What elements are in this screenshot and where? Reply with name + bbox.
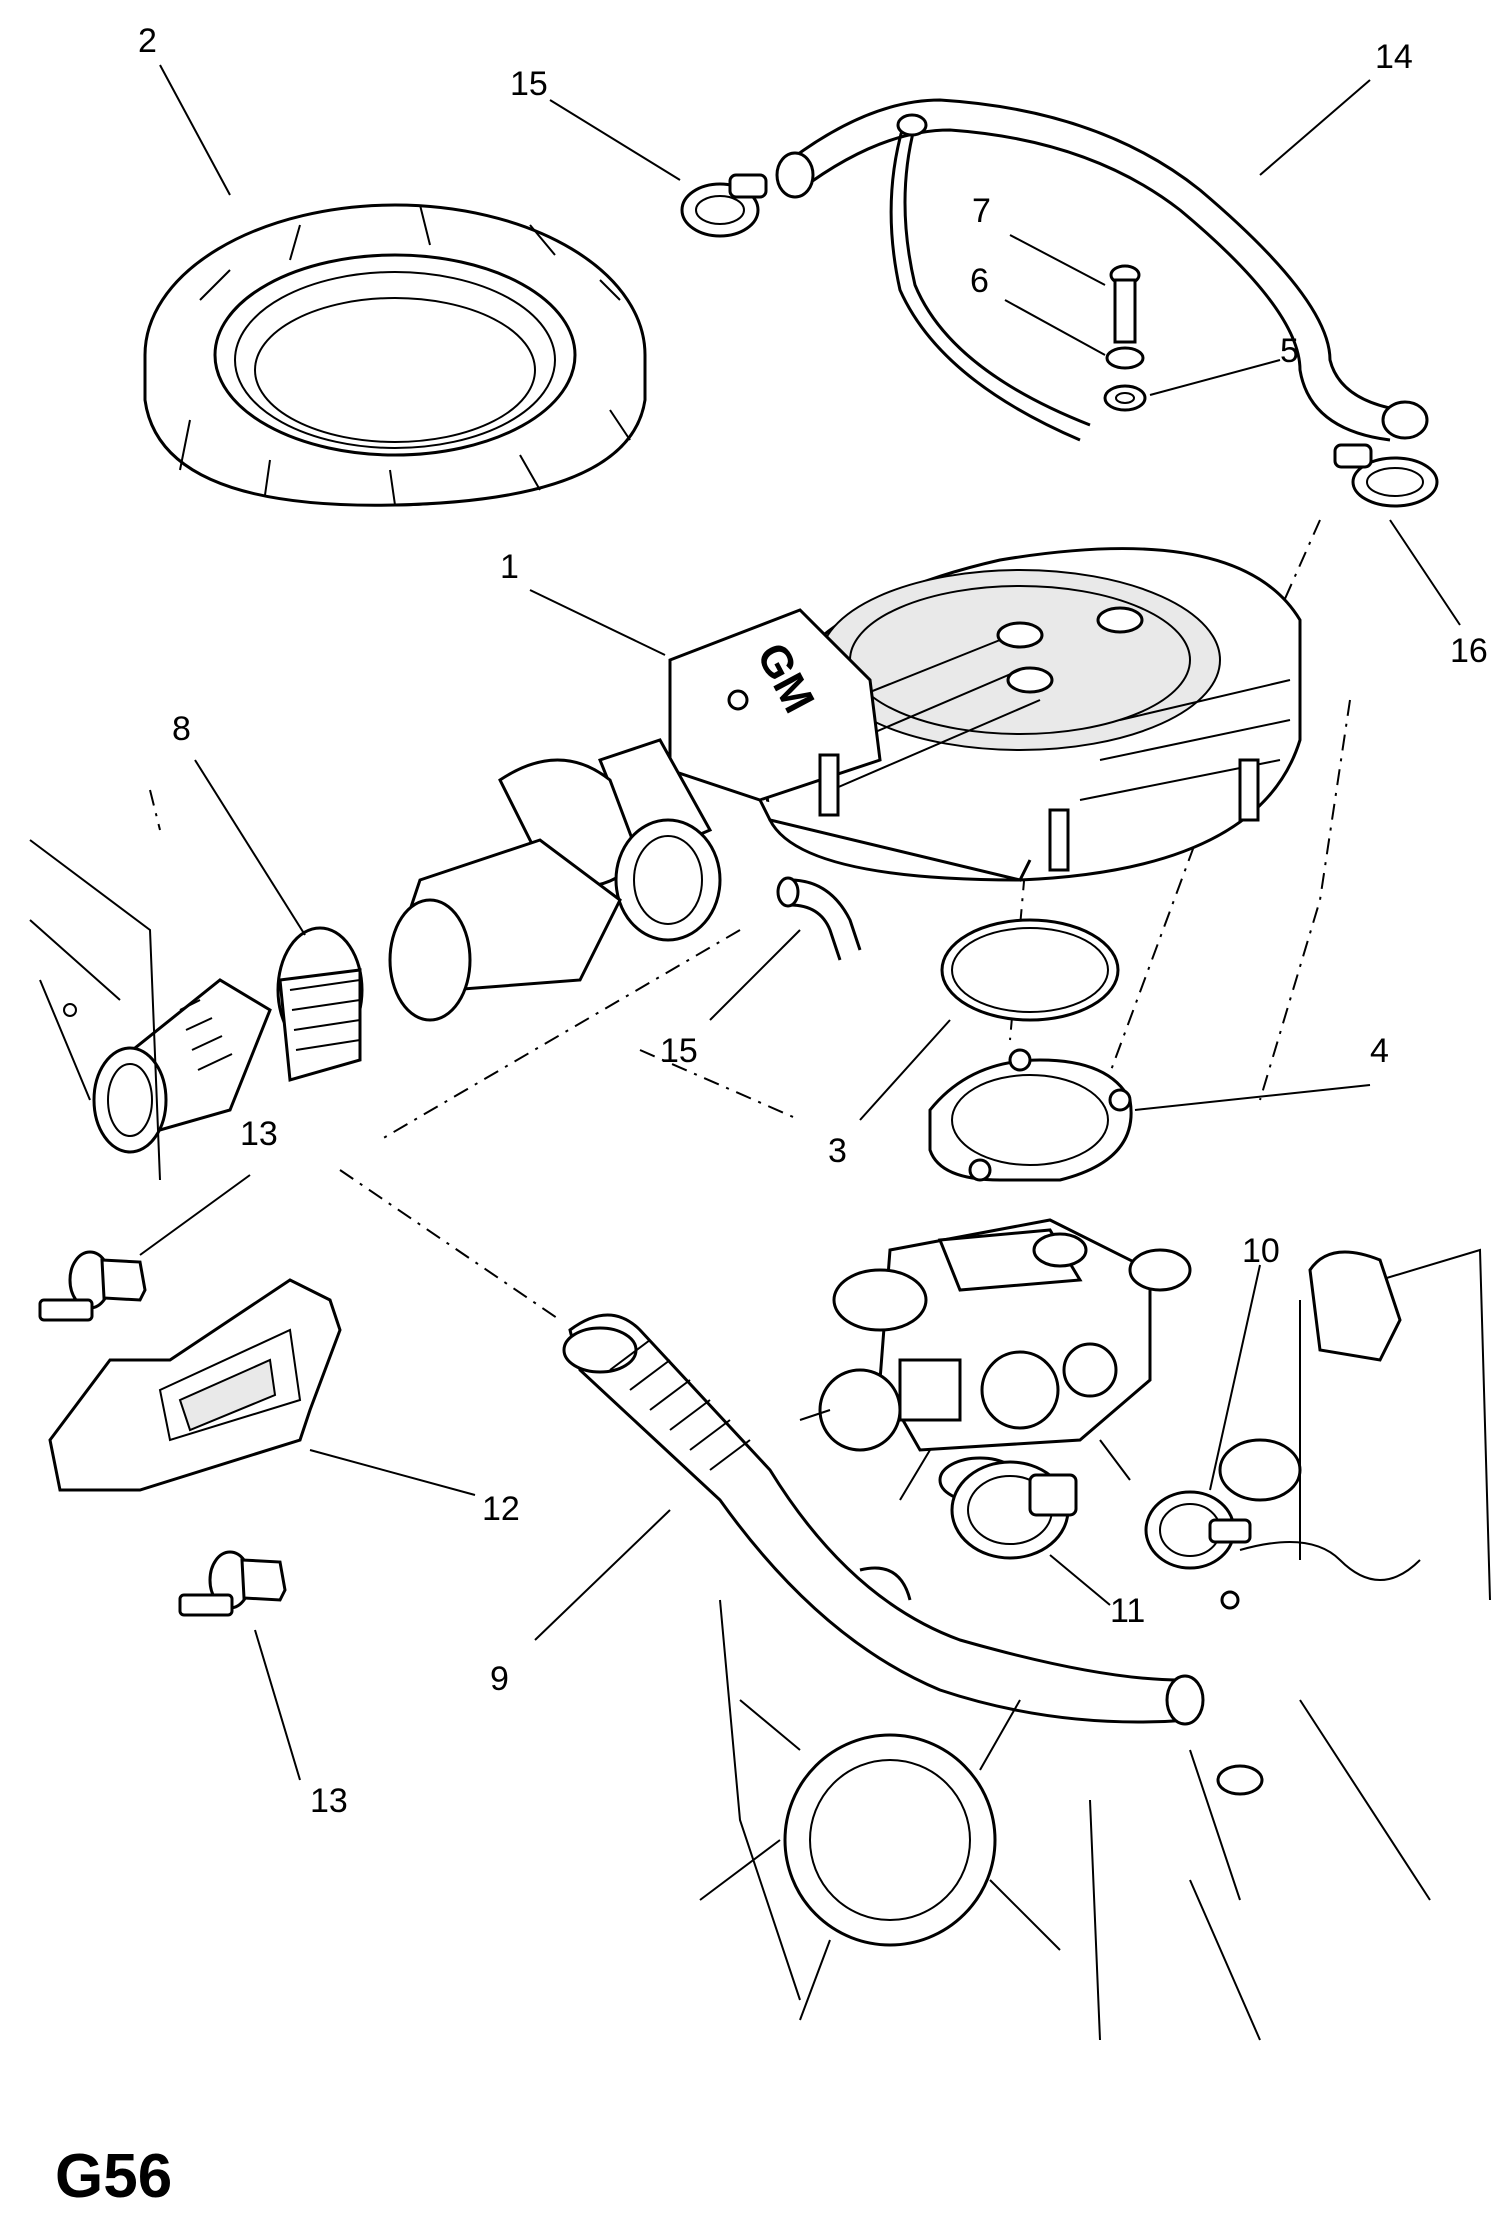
engine-block-outline	[699, 1248, 1491, 2041]
callout-13-upper: 13	[240, 1115, 278, 1153]
leader-lines	[139, 64, 1461, 1781]
breather-hose	[775, 98, 1429, 442]
callout-9: 9	[490, 1660, 509, 1698]
hose-clamp-large	[950, 1460, 1078, 1560]
callout-12: 12	[482, 1490, 520, 1528]
gasket	[928, 1048, 1133, 1182]
o-ring-seal	[940, 918, 1120, 1022]
callout-10: 10	[1242, 1232, 1280, 1270]
callout-2: 2	[138, 22, 157, 60]
air-cleaner-housing: GM	[668, 547, 1302, 882]
callout-3: 3	[828, 1132, 847, 1170]
throttle-body-assembly	[799, 1218, 1192, 1504]
callout-4: 4	[1370, 1032, 1389, 1070]
hose-clamp-right	[1333, 443, 1439, 508]
screw-washer-nut	[1103, 264, 1147, 412]
callout-labels: 2 15 14 7 6 5 16 1 8 15 4 3 13 10 12 11 …	[138, 22, 1488, 1820]
hose-clamp-upper	[680, 173, 768, 238]
bodywork-outline-left	[29, 839, 161, 1181]
callout-5: 5	[1280, 332, 1299, 370]
callout-8: 8	[172, 710, 191, 748]
callout-16: 15	[660, 1032, 698, 1070]
hose-clamp-small	[1144, 1490, 1252, 1570]
callout-1: 1	[500, 548, 519, 586]
callout-7: 7	[972, 192, 991, 230]
mounting-bracket	[48, 1278, 342, 1492]
page-code: G56	[55, 2142, 172, 2211]
warm-air-hose	[562, 1313, 1205, 1726]
callout-14: 14	[1375, 38, 1413, 76]
callout-11: 11	[1110, 1592, 1145, 1630]
push-fastener-upper	[38, 1250, 147, 1322]
intake-snorkel	[92, 738, 722, 1154]
callout-6: 6	[970, 262, 989, 300]
push-fastener-lower	[178, 1550, 287, 1617]
callout-15-upper: 15	[510, 65, 548, 103]
callout-13-lower: 13	[310, 1782, 348, 1820]
small-hose	[776, 876, 862, 961]
callout-15-right: 16	[1450, 632, 1488, 670]
air-filter-element	[143, 203, 647, 507]
